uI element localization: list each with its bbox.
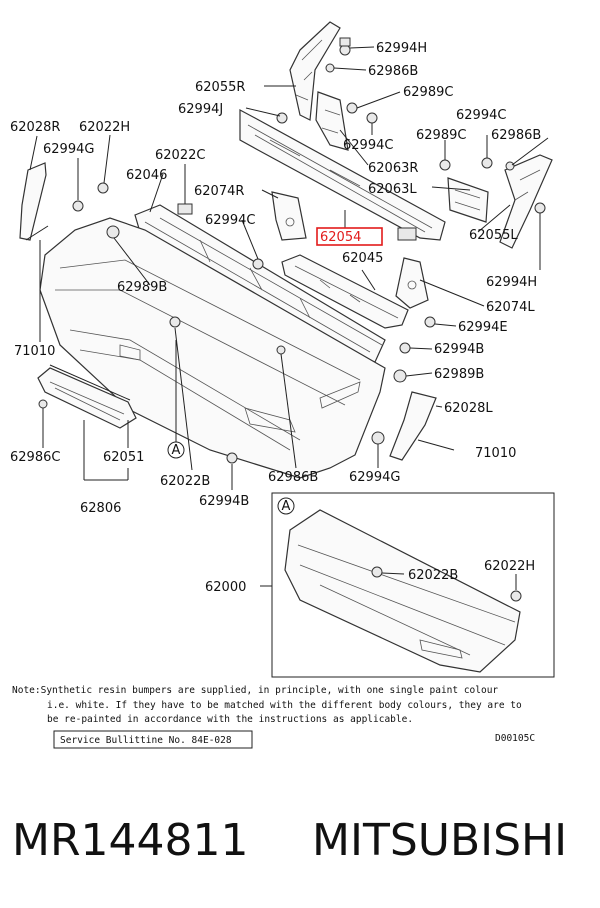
label-62994h-r: 62994H [486,275,537,290]
inset-a: A [271,492,555,678]
label-62986b-low: 62986B [268,470,318,485]
callout-a-label: A [172,443,181,458]
label-62994b-r: 62994B [434,342,484,357]
bulletin-text: Service Bullittine No. 84E-028 [60,735,232,746]
grille-62051 [37,367,137,429]
label-62000: 62000 [205,580,246,595]
label-62994c-mid: 62994C [343,138,393,153]
fasteners [38,37,546,464]
bulletin-box [53,730,253,749]
label-62986b-r: 62986B [491,128,541,143]
reinforcement-beam-62054 [239,109,446,241]
label-62046: 62046 [126,168,167,183]
label-62994c-r1: 62994C [456,108,506,123]
label-62994g-left: 62994G [43,142,94,157]
note-line-3: be re-painted in accordance with the ins… [47,714,413,725]
label-62054: 62054 [320,230,361,245]
label-62989b-left: 62989B [117,280,167,295]
label-62028r: 62028R [10,120,60,135]
label-62022b-mid: 62022B [160,474,210,489]
garnish-62028l [389,391,437,461]
label-62994g-low: 62994G [349,470,400,485]
label-62994j: 62994J [178,102,223,117]
label-62989c-top: 62989C [403,85,453,100]
label-62022c: 62022C [155,148,205,163]
note-line-1: Note:Synthetic resin bumpers are supplie… [12,685,498,696]
label-62045: 62045 [342,251,383,266]
bracket-62074l [395,257,429,309]
label-62074l: 62074L [486,300,535,315]
label-62022h-inset: 62022H [484,559,535,574]
label-62986c: 62986C [10,450,60,465]
label-62994h-top: 62994H [376,41,427,56]
label-62022h-left: 62022H [79,120,130,135]
label-62994e: 62994E [458,320,508,335]
label-62989b-r: 62989B [434,367,484,382]
label-62989c-r: 62989C [416,128,466,143]
bracket-62063r [315,91,349,151]
diagram-code: D00105C [495,733,535,744]
label-62055r: 62055R [195,80,245,95]
absorber-62045 [281,254,409,329]
note-line-2: i.e. white. If they have to be matched w… [47,700,522,711]
bracket-62055r [289,21,341,121]
label-62028l: 62028L [444,401,493,416]
caption-part-number: MR144811 [12,815,249,866]
label-62994b-low: 62994B [199,494,249,509]
garnish-62028r [19,162,47,241]
label-71010-left: 71010 [14,344,55,359]
inset-a-label: A [282,499,291,514]
label-71010-r: 71010 [475,446,516,461]
label-62994c-low: 62994C [205,213,255,228]
label-62063r: 62063R [368,161,418,176]
label-62986b-top: 62986B [368,64,418,79]
leader-lines [29,46,549,587]
highlight-box-62054 [316,227,383,246]
caption-brand: MITSUBISHI [312,815,567,866]
bracket-62063l [447,177,489,223]
front-bumper-main [39,217,386,479]
label-62022b-inset: 62022B [408,568,458,583]
label-62055l: 62055L [469,228,518,243]
label-62063l: 62063L [368,182,417,197]
callout-a-main: A [167,441,185,459]
bracket-62074r [271,191,307,241]
label-62051: 62051 [103,450,144,465]
label-62806: 62806 [80,501,121,516]
label-62074r: 62074R [194,184,244,199]
bracket-62055l [499,154,553,249]
